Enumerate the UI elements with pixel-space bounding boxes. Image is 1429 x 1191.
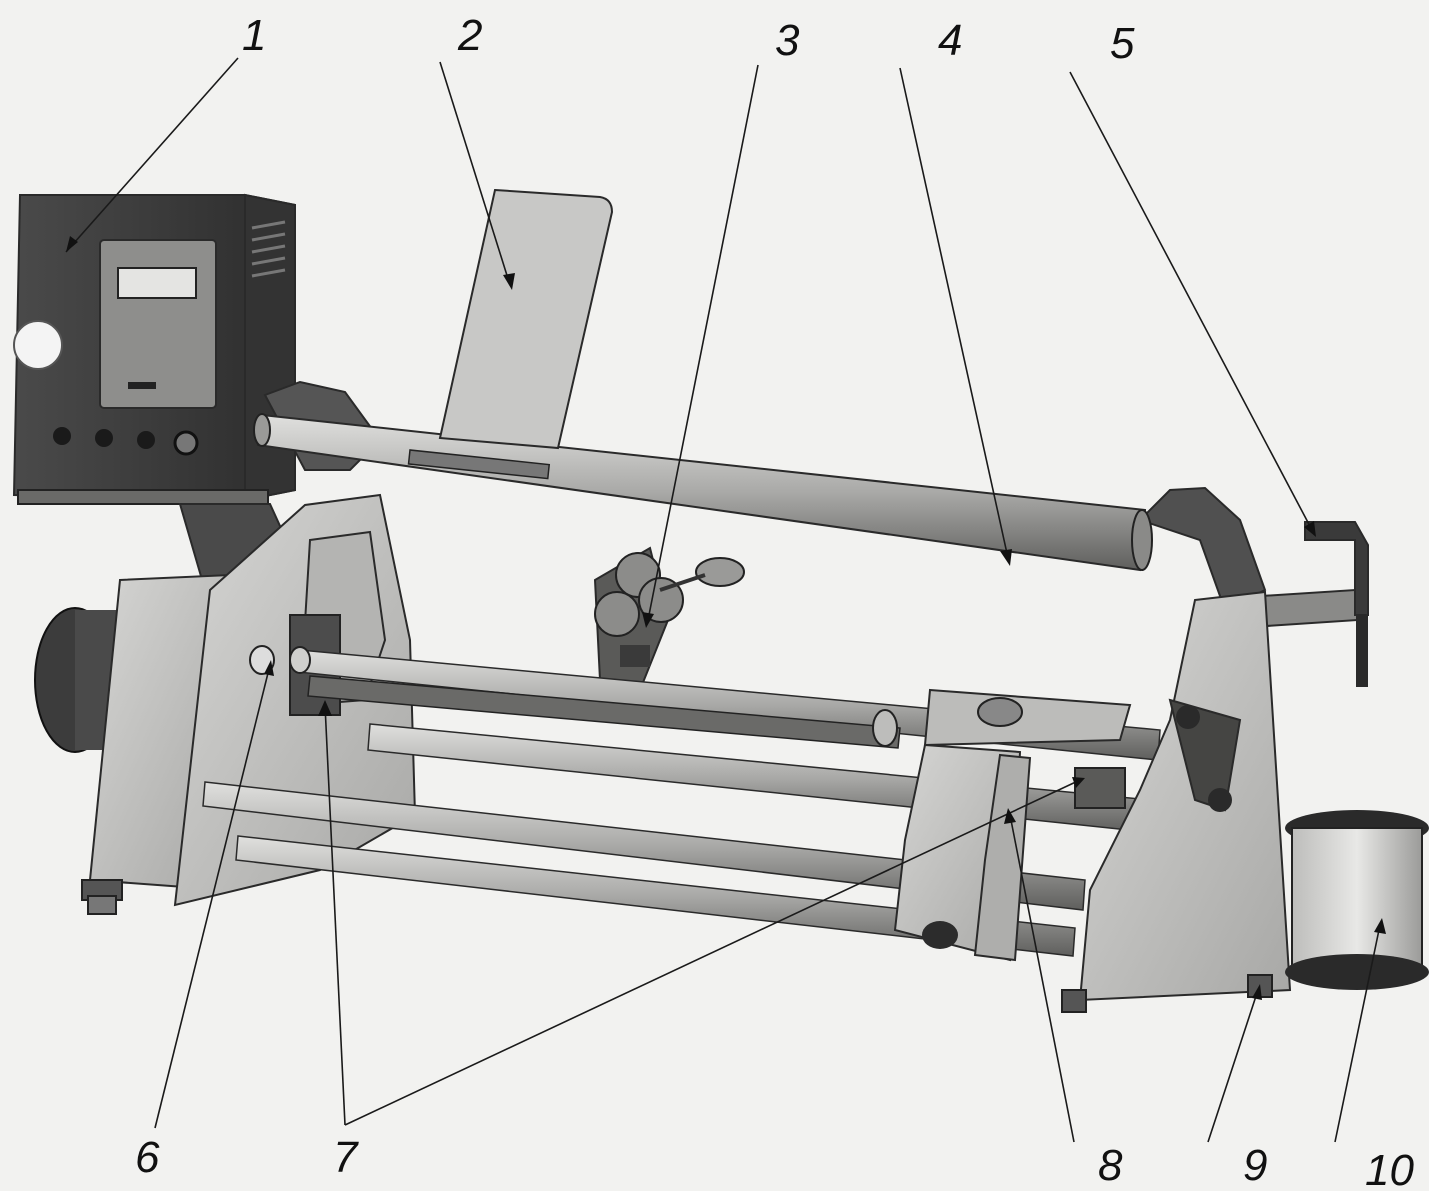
arrowhead-8 <box>1004 808 1016 824</box>
arrowhead-6 <box>264 660 274 676</box>
callout-label-5: 5 <box>1110 19 1135 68</box>
leader-line-7b <box>344 779 1081 1126</box>
leader-line-1 <box>65 57 239 253</box>
callout-label-8: 8 <box>1098 1141 1123 1190</box>
arrowhead-4 <box>1000 549 1012 566</box>
callout-label-1: 1 <box>242 11 266 60</box>
callout-label-6: 6 <box>135 1133 160 1182</box>
spool <box>1285 810 1429 990</box>
arrowhead-7b <box>1072 777 1085 788</box>
callout-label-10: 10 <box>1365 1146 1414 1191</box>
display-slot <box>128 382 156 389</box>
arrowhead-3 <box>642 612 654 628</box>
carriage <box>893 688 1132 962</box>
arrowhead-7a <box>318 700 332 716</box>
arrowheads <box>66 236 1386 1000</box>
leader-line-5 <box>1069 71 1313 531</box>
callout-label-4: 4 <box>938 16 962 65</box>
paper-guide-plate <box>438 188 614 450</box>
callout-label-3: 3 <box>775 16 800 65</box>
leader-line-8 <box>1009 814 1075 1143</box>
power-knob <box>13 320 63 370</box>
leader-line-2 <box>439 61 511 286</box>
upper-guide-roller <box>253 413 1153 572</box>
box-connector-holes <box>53 427 199 456</box>
callout-label-2: 2 <box>457 11 482 60</box>
tension-roller-assembly <box>593 546 745 692</box>
leader-line-10 <box>1334 924 1381 1143</box>
box-vent-slots <box>251 220 286 278</box>
arrowhead-10 <box>1374 918 1386 934</box>
leader-lines <box>65 57 1381 1143</box>
display-panel <box>99 239 217 409</box>
callout-label-9: 9 <box>1243 1141 1267 1190</box>
arrowhead-2 <box>503 273 515 290</box>
leader-line-6 <box>154 664 271 1129</box>
arrowhead-5 <box>1304 521 1316 537</box>
control-box <box>12 193 302 592</box>
leader-line-7a <box>324 704 346 1126</box>
leader-line-3 <box>647 64 759 621</box>
box-mount-plate <box>17 489 269 505</box>
leader-line-9 <box>1207 989 1259 1143</box>
arrowhead-1 <box>66 236 78 252</box>
callout-label-7: 7 <box>333 1133 359 1182</box>
leader-line-4 <box>899 67 1009 559</box>
display-screen <box>117 267 197 299</box>
arrowhead-9 <box>1252 984 1262 1000</box>
callouts: 1 2 3 4 5 6 7 8 9 10 <box>135 11 1414 1191</box>
